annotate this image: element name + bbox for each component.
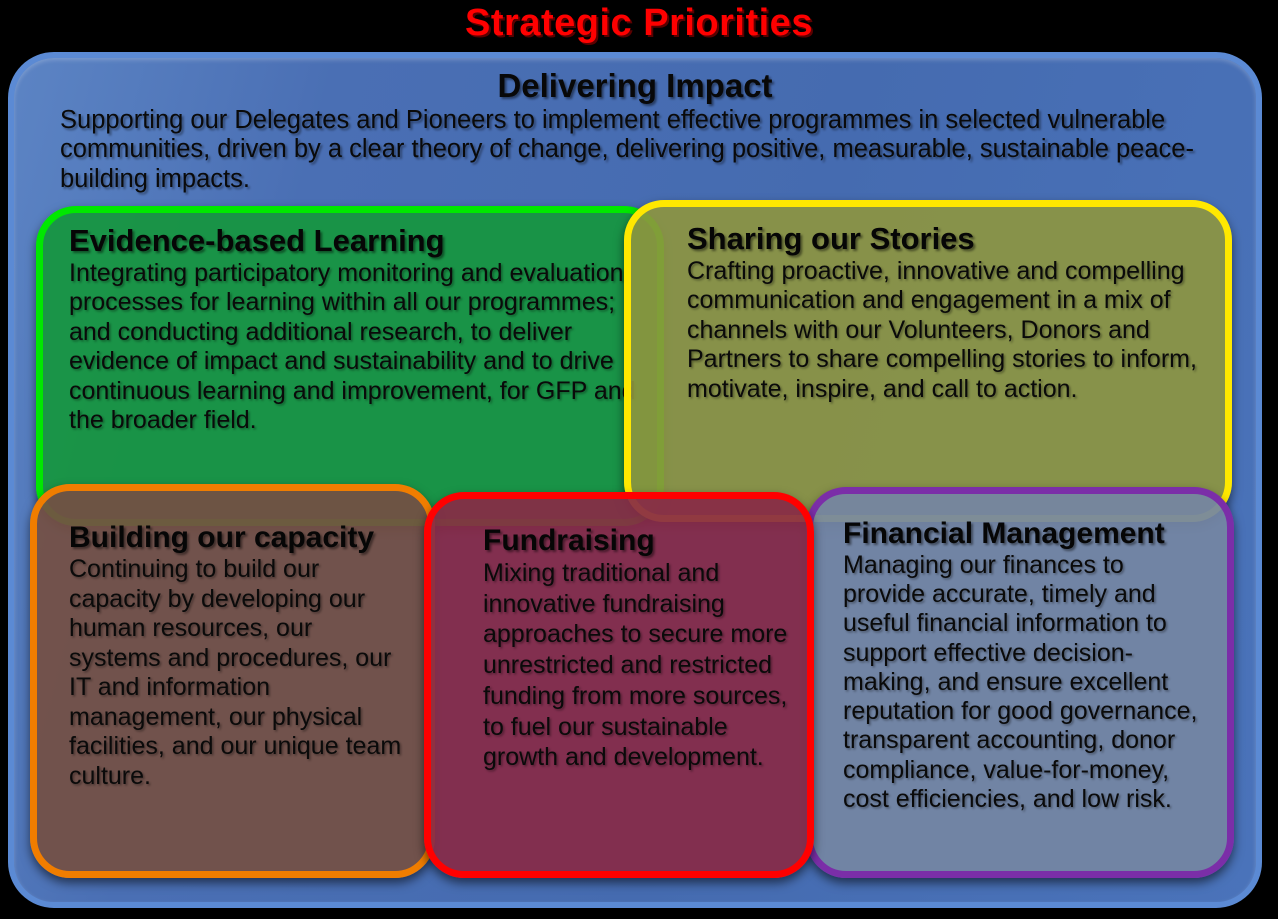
delivering-impact-header: Delivering Impact Supporting our Delegat…: [14, 58, 1256, 195]
card-fundraising-heading: Fundraising: [483, 524, 655, 557]
card-evidence-based-learning: Evidence-based Learning Integrating part…: [36, 206, 664, 526]
card-building-our-capacity: Building our capacity Continuing to buil…: [30, 484, 435, 878]
delivering-impact-heading: Delivering Impact: [497, 67, 773, 104]
card-building-our-capacity-description: Continuing to build our capacity by deve…: [69, 555, 402, 790]
card-fundraising-content: Fundraising Mixing traditional and innov…: [431, 499, 807, 871]
page-title: Strategic Priorities: [465, 2, 813, 44]
delivering-impact-description: Supporting our Delegates and Pioneers to…: [60, 105, 1194, 194]
card-financial-management-content: Financial Management Managing our financ…: [813, 494, 1227, 871]
card-sharing-our-stories-heading: Sharing our Stories: [687, 221, 975, 256]
card-financial-management-description: Managing our finances to provide accurat…: [843, 550, 1198, 813]
card-building-our-capacity-content: Building our capacity Continuing to buil…: [37, 491, 428, 871]
card-evidence-based-learning-content: Evidence-based Learning Integrating part…: [43, 213, 657, 519]
card-sharing-our-stories: Sharing our Stories Crafting proactive, …: [624, 200, 1232, 522]
card-fundraising-description: Mixing traditional and innovative fundra…: [483, 558, 788, 772]
card-sharing-our-stories-description: Crafting proactive, innovative and compe…: [687, 256, 1197, 403]
card-building-our-capacity-heading: Building our capacity: [69, 521, 375, 554]
card-fundraising: Fundraising Mixing traditional and innov…: [424, 492, 814, 878]
card-financial-management: Financial Management Managing our financ…: [806, 487, 1234, 878]
card-financial-management-heading: Financial Management: [843, 517, 1165, 550]
card-evidence-based-learning-description: Integrating participatory monitoring and…: [69, 258, 636, 435]
card-sharing-our-stories-content: Sharing our Stories Crafting proactive, …: [631, 207, 1225, 515]
card-evidence-based-learning-heading: Evidence-based Learning: [69, 223, 445, 258]
